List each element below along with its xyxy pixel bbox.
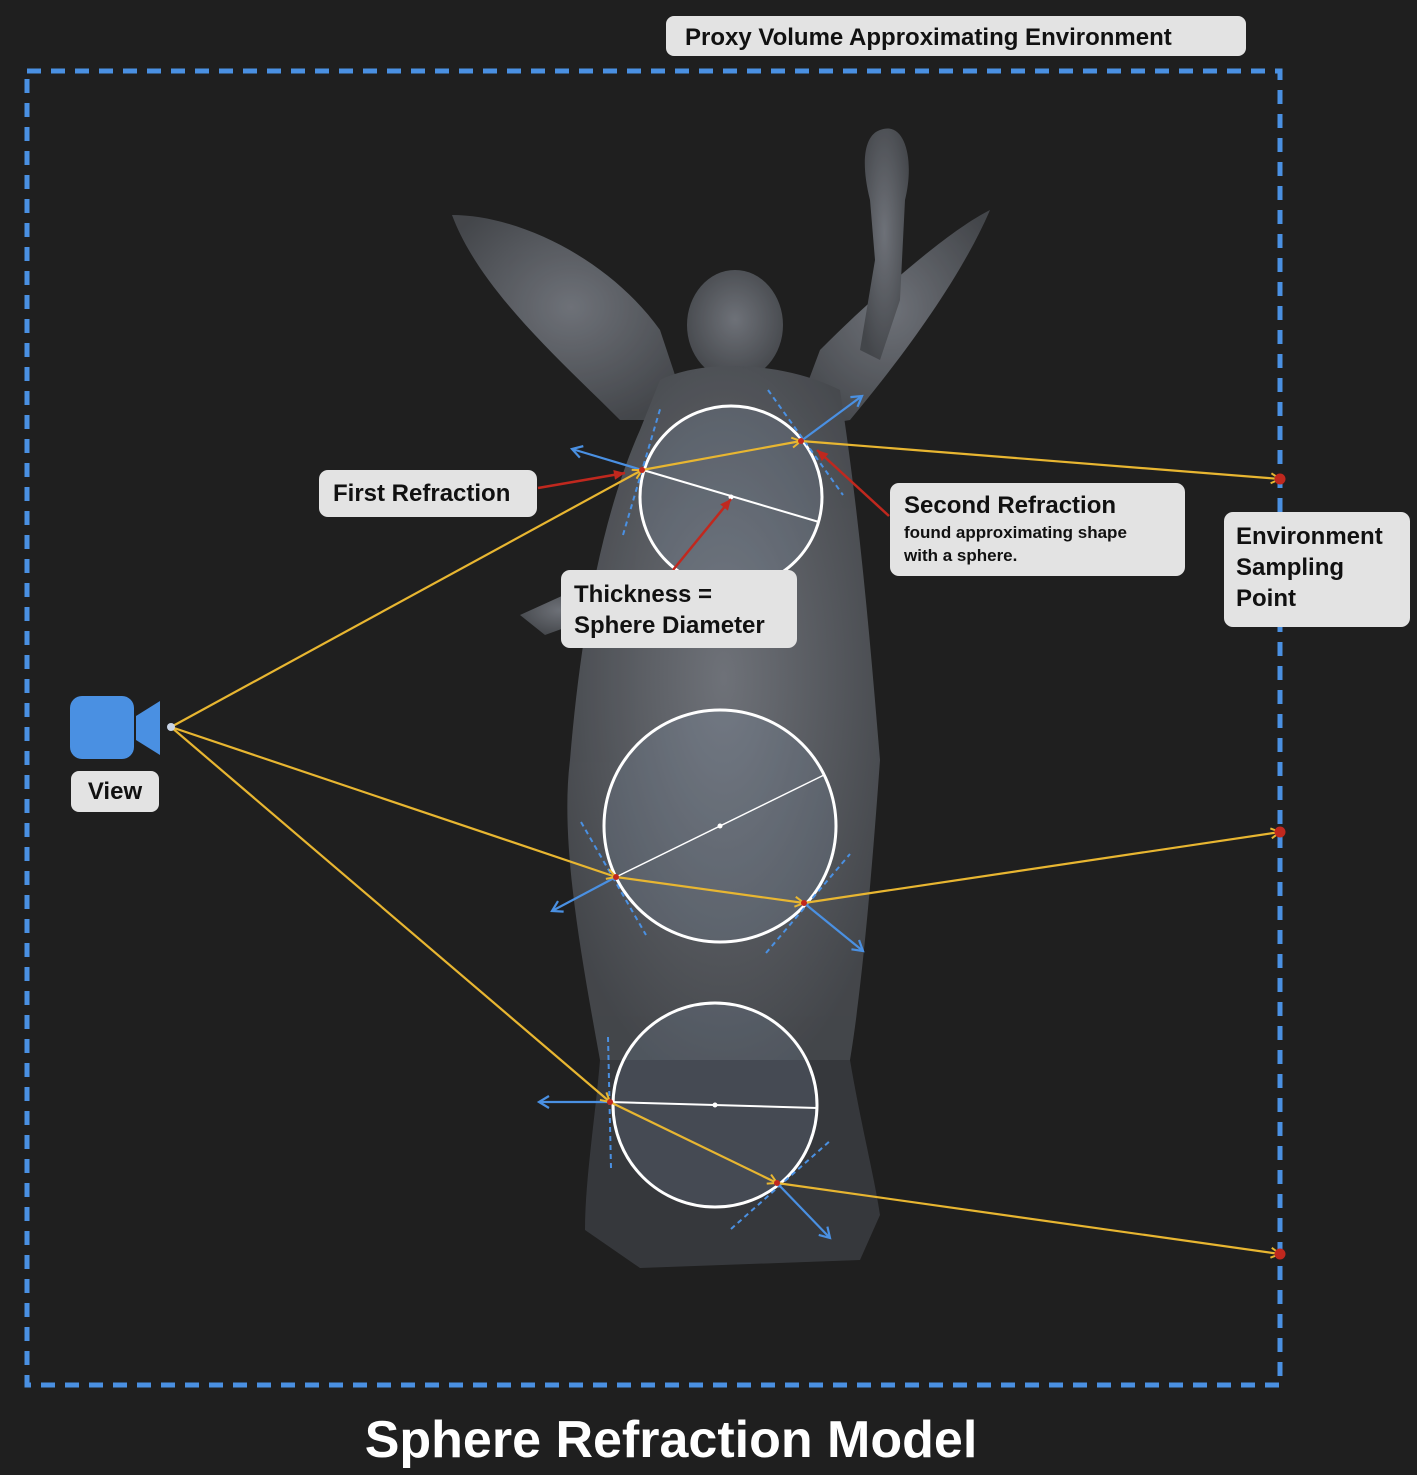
view-label: View	[71, 771, 159, 812]
pointer-arrows	[537, 449, 890, 571]
angel-statue	[452, 128, 990, 1268]
normal-arrows	[536, 394, 865, 1240]
second-refraction-title: Second Refraction	[904, 492, 1117, 519]
rays	[170, 441, 1280, 1254]
second-refraction-description: found approximating shape with a sphere.	[904, 523, 1127, 565]
view-point	[167, 723, 175, 731]
proxy-volume-border	[24, 68, 1283, 1388]
sphere-top	[638, 404, 824, 590]
proxy-volume-label: Proxy Volume Approximating Environment	[666, 16, 1246, 56]
second-refraction-label: Second Refraction found approximating sh…	[890, 483, 1185, 576]
sphere-middle	[602, 708, 838, 944]
environment-sampling-label: Environment Sampling Point	[1224, 512, 1410, 627]
environment-sampling-points	[1274, 473, 1286, 1260]
sphere-bottom	[609, 1001, 819, 1209]
first-refraction-label: First Refraction	[319, 470, 537, 517]
video-camera-icon	[70, 696, 160, 759]
diagram-title: Sphere Refraction Model	[364, 1411, 978, 1469]
thickness-label: Thickness = Sphere Diameter	[561, 570, 797, 648]
refraction-points	[607, 438, 807, 1186]
